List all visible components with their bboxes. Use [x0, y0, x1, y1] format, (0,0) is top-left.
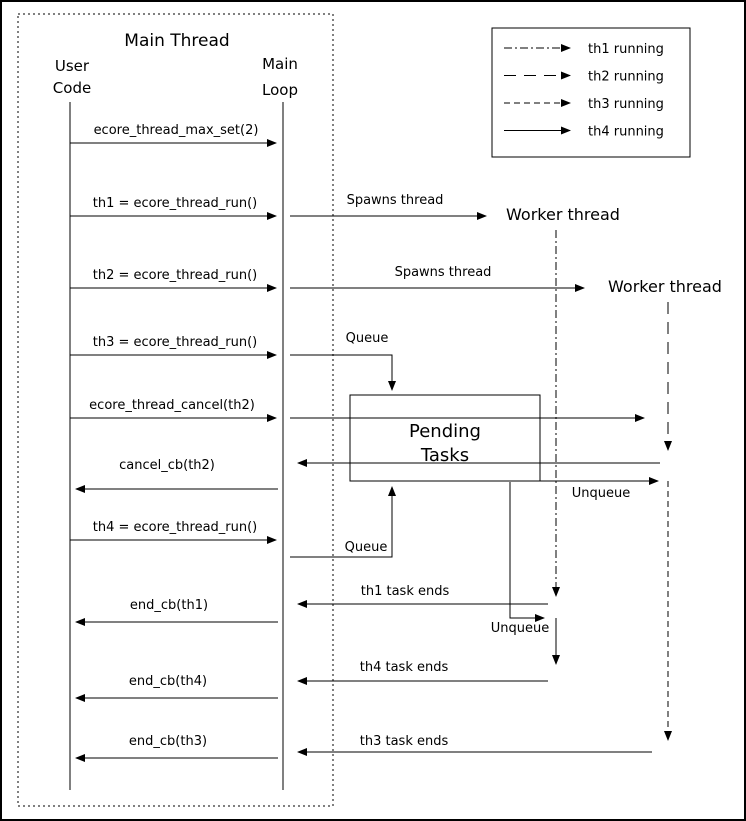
legend-box [491, 27, 691, 158]
legend-label-th4: th4 running [588, 125, 664, 140]
message-label-cancel-cb: cancel_cb(th2) [119, 458, 215, 473]
main-loop-label-line1: Main [262, 55, 298, 73]
message-label-end-cb-th1: end_cb(th1) [130, 598, 208, 613]
message-label-th1-task-ends: th1 task ends [361, 584, 450, 599]
message-label-queue-1: Queue [346, 331, 389, 346]
arrow-queue-2 [290, 486, 396, 558]
message-label-spawns-thread-2: Spawns thread [395, 265, 492, 280]
message-label-spawns-thread-1: Spawns thread [347, 193, 444, 208]
message-label-th4-task-ends: th4 task ends [360, 660, 449, 675]
message-label-queue-2: Queue [345, 540, 388, 555]
pending-tasks-box [349, 394, 541, 482]
pending-tasks-label-line1: Pending [409, 421, 481, 442]
legend-label-th2: th2 running [588, 70, 664, 85]
message-label-max-set: ecore_thread_max_set(2) [94, 123, 259, 138]
message-label-th4-run: th4 = ecore_thread_run() [93, 520, 258, 535]
main-thread-box [17, 13, 334, 807]
worker2-label: Worker thread [608, 277, 722, 296]
main-thread-title: Main Thread [124, 31, 229, 51]
legend-label-th1: th1 running [588, 42, 664, 57]
arrow-unqueue-2 [509, 482, 545, 622]
user-code-label-line1: User [55, 57, 90, 75]
main-loop-label-line2: Loop [262, 81, 298, 99]
message-label-end-cb-th3: end_cb(th3) [129, 734, 207, 749]
message-label-th1-run: th1 = ecore_thread_run() [93, 196, 258, 211]
message-label-end-cb-th4: end_cb(th4) [129, 674, 207, 689]
message-label-th3-task-ends: th3 task ends [360, 734, 449, 749]
message-label-th2-run: th2 = ecore_thread_run() [93, 268, 258, 283]
message-label-unqueue-2: Unqueue [491, 621, 549, 636]
message-label-cancel-th2: ecore_thread_cancel(th2) [89, 398, 255, 413]
legend-label-th3: th3 running [588, 97, 664, 112]
pending-tasks-label-line2: Tasks [420, 445, 469, 466]
arrow-queue-1 [290, 354, 396, 391]
worker1-label: Worker thread [506, 205, 620, 224]
message-label-unqueue-1: Unqueue [572, 486, 630, 501]
message-label-th3-run: th3 = ecore_thread_run() [93, 335, 258, 350]
user-code-label-line2: Code [53, 79, 91, 97]
